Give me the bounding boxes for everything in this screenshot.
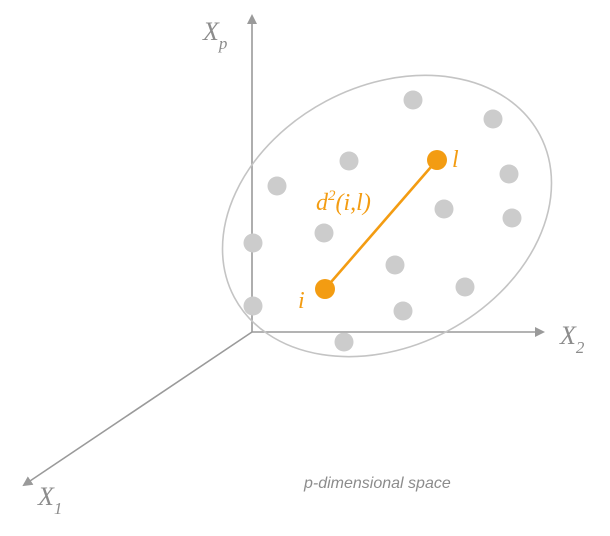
- distance-label-args: (i,l): [336, 190, 371, 216]
- observation-point: [243, 296, 263, 316]
- observation-points: [243, 90, 522, 352]
- observation-point: [314, 223, 334, 243]
- distance-label: d2(i,l): [316, 188, 371, 216]
- observation-point: [403, 90, 423, 110]
- observation-point: [434, 199, 454, 219]
- observation-point: [483, 109, 503, 129]
- axis-label-x2-main: X: [559, 321, 577, 350]
- observation-point: [385, 255, 405, 275]
- distance-line: [324, 159, 438, 290]
- axis-label-x2: X2: [559, 321, 585, 357]
- axis-label-xp-main: X: [202, 17, 220, 46]
- observation-point: [339, 151, 359, 171]
- axis-x1-line: [22, 331, 253, 487]
- point-label-i: i: [298, 288, 305, 314]
- highlighted-pair: [315, 150, 447, 299]
- observation-point: [455, 277, 475, 297]
- data-cloud-ellipse: [221, 74, 553, 358]
- distance-label-base: d: [316, 190, 329, 216]
- observation-point: [502, 208, 522, 228]
- point-label-l: l: [452, 147, 459, 173]
- axis-label-x1-sub: 1: [54, 499, 63, 518]
- observation-point: [334, 332, 354, 352]
- axes: [22, 14, 545, 487]
- observation-point-i: [315, 279, 335, 299]
- observation-point: [499, 164, 519, 184]
- observation-point: [267, 176, 287, 196]
- observation-point-l: [427, 150, 447, 170]
- axis-label-xp: Xp: [202, 17, 227, 53]
- observation-point: [393, 301, 413, 321]
- axis-label-xp-sub: p: [218, 34, 228, 53]
- axis-label-x1: X1: [37, 482, 62, 518]
- diagram-caption: p-dimensional space: [303, 475, 451, 492]
- observation-point: [243, 233, 263, 253]
- distance-label-exponent: 2: [328, 188, 336, 204]
- axis-label-x1-main: X: [37, 482, 55, 511]
- axis-label-x2-sub: 2: [576, 338, 585, 357]
